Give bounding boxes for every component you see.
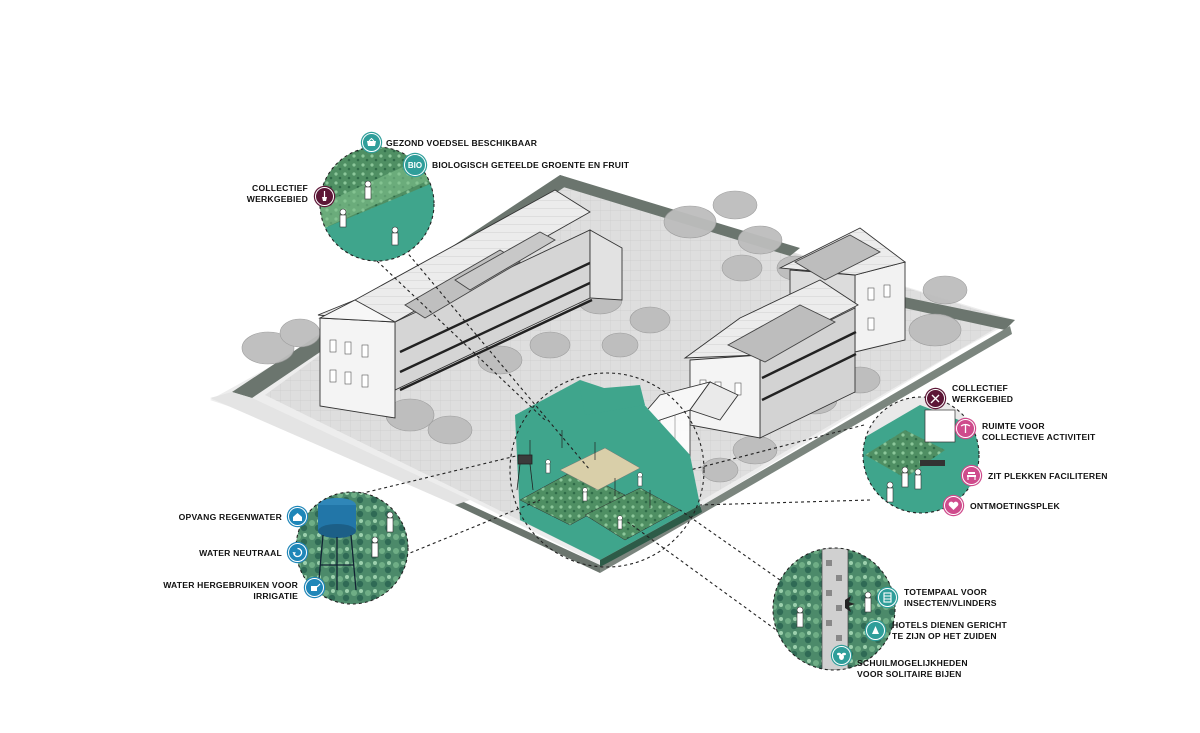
house-water-icon	[288, 507, 307, 526]
shovel-icon	[315, 187, 334, 206]
insect-hotel-icon	[878, 588, 897, 607]
heart-icon	[944, 496, 963, 515]
apartment-block-left	[317, 189, 623, 419]
label-healthy-food: GEZOND VOEDSEL BESCHIKBAAR	[386, 138, 538, 148]
label-seating: ZIT PLEKKEN FACILITEREN	[988, 471, 1108, 481]
label-meeting-place: ONTMOETINGSPLEK	[970, 501, 1060, 511]
bio-badge-icon: BIO	[404, 154, 426, 176]
basket-icon	[362, 133, 381, 152]
label-water-neutral: WATER NEUTRAAL	[199, 548, 282, 558]
label-collective-activities: RUIMTE VOOR COLLECTIEVE ACTIVITEIT	[982, 421, 1096, 442]
callout-circle-social	[862, 396, 980, 514]
label-hotels-south: HOTELS DIENEN GERICHT TE ZIJN OP HET ZUI…	[892, 620, 1007, 641]
tools-icon	[926, 389, 945, 408]
callout-connectors	[354, 249, 871, 641]
label-work-area-social: COLLECTIEF WERKGEBIED	[952, 383, 1014, 404]
apartment-blocks-right	[628, 227, 907, 481]
label-bee-shelter: SCHUILMOGELIJKHEDEN VOOR SOLITAIRE BIJEN	[857, 658, 968, 679]
sun-direction-icon	[866, 621, 885, 640]
central-garden	[515, 380, 702, 567]
recycle-icon	[288, 543, 307, 562]
watering-can-icon	[305, 578, 324, 597]
label-totem: TOTEMPAAL VOOR INSECTEN/VLINDERS	[904, 587, 997, 608]
label-organic-produce: BIOLOGISCH GETEELDE GROENTE EN FRUIT	[432, 160, 630, 170]
label-water-reuse: WATER HERGEBRUIKEN VOOR IRRIGATIE	[163, 580, 298, 601]
label-rainwater: OPVANG REGENWATER	[178, 512, 282, 522]
seating-icon	[962, 466, 981, 485]
label-work-area-food: COLLECTIEF WERKGEBIED	[246, 183, 308, 204]
bee-icon	[832, 646, 851, 665]
pickaxe-icon	[956, 419, 975, 438]
